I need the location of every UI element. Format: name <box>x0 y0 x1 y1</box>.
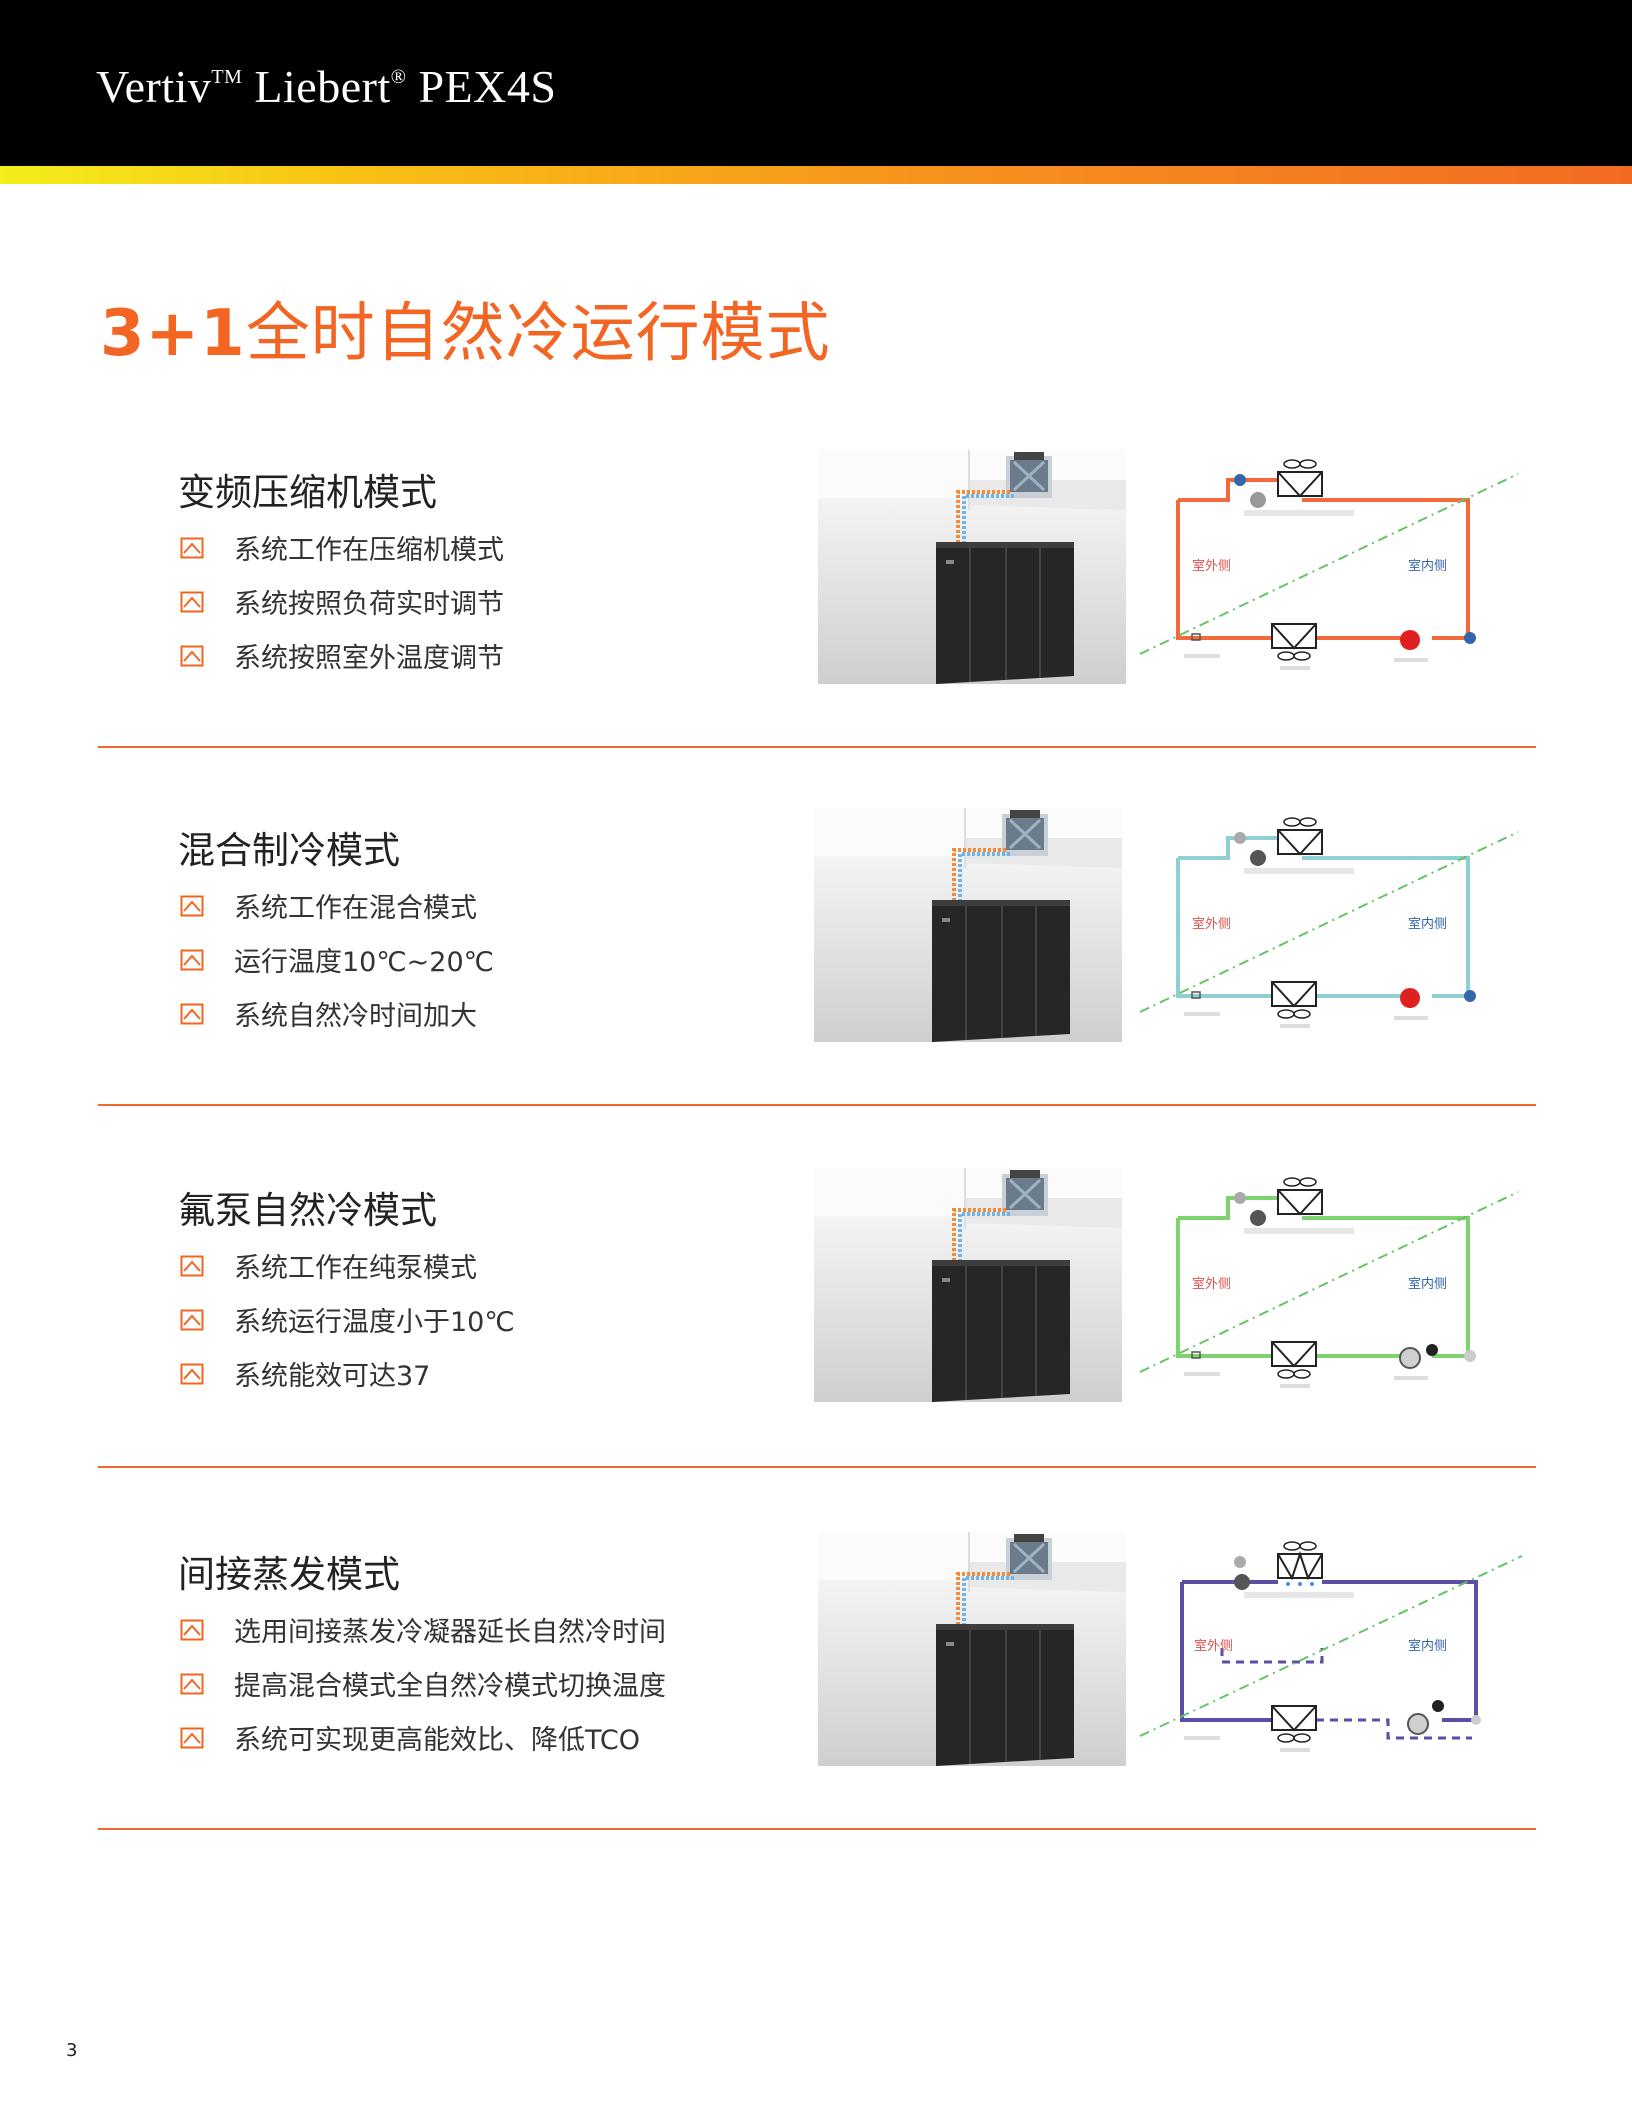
valve-icon <box>1471 1715 1481 1725</box>
outdoor-label: 室外侧 <box>1192 916 1231 932</box>
bullet-text: 系统工作在压缩机模式 <box>234 535 504 566</box>
section-divider <box>98 1466 1536 1468</box>
checkbox-triangle-icon <box>180 591 204 613</box>
checkbox-triangle-icon <box>180 1003 204 1025</box>
product-model: PEX4S <box>418 61 557 112</box>
evaporative-condenser-icon <box>1277 1541 1323 1586</box>
bullet-item: 系统自然冷时间加大 <box>180 994 477 1033</box>
bullet-text: 选用间接蒸发冷凝器延长自然冷时间 <box>234 1617 666 1648</box>
bullet-item: 系统工作在纯泵模式 <box>180 1246 477 1285</box>
section-title: 间接蒸发模式 <box>178 1553 400 1596</box>
bullet-item: 系统能效可达37 <box>180 1354 430 1393</box>
heat-exchanger-icon <box>1271 1705 1317 1743</box>
bullet-text: 系统能效可达37 <box>234 1361 431 1392</box>
bullet-text: 系统按照室外温度调节 <box>234 643 504 674</box>
compressor-icon <box>1400 630 1420 650</box>
checkbox-triangle-icon <box>180 895 204 917</box>
checkbox-triangle-icon <box>180 1309 204 1331</box>
bullet-item: 选用间接蒸发冷凝器延长自然冷时间 <box>180 1610 666 1649</box>
bullet-item: 系统工作在混合模式 <box>180 886 477 925</box>
bullet-item: 系统工作在压缩机模式 <box>180 528 504 567</box>
outdoor-label: 室外侧 <box>1194 1638 1233 1654</box>
header-bar: VertivTM Liebert® PEX4S <box>0 0 1632 166</box>
bullet-text: 运行温度10℃~20℃ <box>234 947 494 978</box>
compressor-icon <box>1400 988 1420 1008</box>
outdoor-label: 室外侧 <box>1192 1276 1231 1292</box>
valve-icon <box>1464 990 1476 1002</box>
checkbox-triangle-icon <box>180 1255 204 1277</box>
pump-icon <box>1250 850 1266 866</box>
section-title: 混合制冷模式 <box>178 829 400 872</box>
section-divider <box>98 746 1536 748</box>
checkbox-triangle-icon <box>180 537 204 559</box>
unit-installation-photo <box>814 808 1122 1042</box>
bullet-item: 系统可实现更高能效比、降低TCO <box>180 1718 640 1757</box>
trademark-mark: TM <box>211 66 243 88</box>
bullet-item: 提高混合模式全自然冷模式切换温度 <box>180 1664 666 1703</box>
compressor-icon <box>1407 1713 1429 1735</box>
fan-icon <box>1277 459 1323 498</box>
valve-icon <box>1234 1556 1246 1568</box>
bullet-text: 系统运行温度小于10℃ <box>234 1307 515 1338</box>
pump-icon <box>1250 1210 1266 1226</box>
valve-icon <box>1464 632 1476 644</box>
bullet-item: 系统运行温度小于10℃ <box>180 1300 515 1339</box>
page-title-main: 全时自然冷运行模式 <box>245 297 831 371</box>
checkbox-triangle-icon <box>180 1619 204 1641</box>
valve-icon <box>1234 474 1246 486</box>
unit-installation-photo <box>814 1168 1122 1402</box>
bullet-text: 系统按照负荷实时调节 <box>234 589 504 620</box>
valve-icon <box>1464 1350 1476 1362</box>
page-title-prefix: 3+1 <box>100 297 246 371</box>
outdoor-label: 室外侧 <box>1192 558 1231 574</box>
pump-icon <box>1234 1574 1250 1590</box>
checkbox-triangle-icon <box>180 1673 204 1695</box>
refrigerant-circuit-diagram: 室外侧 室内侧 <box>1139 1177 1519 1388</box>
indoor-label: 室内侧 <box>1408 558 1447 574</box>
heat-exchanger-icon <box>1271 981 1317 1019</box>
bullet-text: 提高混合模式全自然冷模式切换温度 <box>234 1671 666 1702</box>
heat-exchanger-icon <box>1271 1341 1317 1379</box>
pump-icon <box>1432 1700 1444 1712</box>
checkbox-triangle-icon <box>180 949 204 971</box>
bullet-text: 系统自然冷时间加大 <box>234 1001 477 1032</box>
indoor-label: 室内侧 <box>1408 1638 1447 1654</box>
bullet-item: 系统按照负荷实时调节 <box>180 582 504 621</box>
header-gradient-stripe <box>0 166 1632 184</box>
checkbox-triangle-icon <box>180 1727 204 1749</box>
fan-icon <box>1277 1177 1323 1216</box>
brand-name: Vertiv <box>96 61 212 112</box>
indoor-label: 室内侧 <box>1408 916 1447 932</box>
indoor-label: 室内侧 <box>1408 1276 1447 1292</box>
checkbox-triangle-icon <box>180 1363 204 1385</box>
refrigerant-circuit-diagram: 室外侧 室内侧 <box>1139 817 1519 1028</box>
compressor-icon <box>1399 1347 1421 1369</box>
pump-icon <box>1426 1344 1438 1356</box>
header-title: VertivTM Liebert® PEX4S <box>96 60 556 113</box>
bullet-item: 运行温度10℃~20℃ <box>180 940 494 979</box>
unit-installation-photo <box>818 1532 1126 1766</box>
section-title: 变频压缩机模式 <box>178 471 437 514</box>
bullet-text: 系统可实现更高能效比、降低TCO <box>234 1725 641 1756</box>
fan-icon <box>1277 817 1323 856</box>
section-title: 氟泵自然冷模式 <box>178 1189 437 1232</box>
section-divider <box>98 1104 1536 1106</box>
refrigerant-circuit-diagram: 室外侧 室内侧 <box>1139 459 1519 670</box>
bullet-text: 系统工作在混合模式 <box>234 893 477 924</box>
page-title: 3+1全时自然冷运行模式 <box>100 282 831 374</box>
heat-exchanger-icon <box>1271 623 1317 661</box>
bullet-text: 系统工作在纯泵模式 <box>234 1253 477 1284</box>
bullet-item: 系统按照室外温度调节 <box>180 636 504 675</box>
unit-installation-photo <box>818 450 1126 684</box>
valve-icon <box>1234 832 1246 844</box>
section-divider <box>98 1828 1536 1830</box>
page-number: 3 <box>66 2040 78 2061</box>
product-brand: Liebert <box>254 61 391 112</box>
registered-mark: ® <box>390 66 407 88</box>
pump-icon <box>1250 492 1266 508</box>
valve-icon <box>1234 1192 1246 1204</box>
checkbox-triangle-icon <box>180 645 204 667</box>
refrigerant-circuit-diagram: 室外侧 室内侧 <box>1139 1541 1523 1752</box>
